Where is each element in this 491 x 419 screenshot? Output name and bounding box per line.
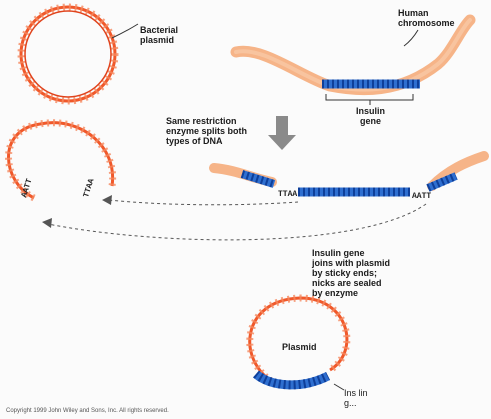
label-line: Insulin gene	[312, 248, 365, 258]
label-line: Bacterial	[140, 25, 179, 35]
insulin-gene-bracket	[325, 94, 414, 105]
label-join-note: Insulin gene joins with plasmid by stick…	[312, 248, 390, 298]
label-line: Insulin	[356, 106, 385, 116]
recombinant-plasmid	[246, 294, 351, 390]
label-line: gene	[359, 116, 381, 126]
label-line: Ins lin	[344, 388, 368, 398]
label-restriction-enzyme: Same restriction enzyme splits both type…	[166, 116, 247, 146]
human-chromosome	[230, 14, 476, 96]
label-insulin-gene: Insulin gene	[356, 106, 385, 126]
label-line: by enzyme	[312, 288, 359, 298]
bacterial-plasmid-cut	[5, 119, 117, 202]
sticky-end-gene-left: TTAA	[278, 190, 298, 199]
label-line: Same restriction	[166, 116, 237, 126]
insulin-leader-line	[333, 383, 345, 391]
bacterial-plasmid-intact	[17, 3, 119, 105]
plasmid-leader-line	[111, 23, 139, 39]
label-line: Human	[398, 8, 429, 18]
label-line: nicks are sealed	[312, 278, 382, 288]
label-line: joins with plasmid	[312, 258, 391, 268]
cut-chromosome-fragments	[209, 151, 489, 197]
label-line: g...	[344, 398, 357, 408]
label-line: enzyme splits both	[166, 126, 248, 136]
copyright-notice: Copyright 1999 John Wiley and Sons, Inc.…	[6, 408, 169, 414]
label-line: types of DNA	[166, 136, 223, 146]
label-bacterial-plasmid: Bacterial plasmid	[140, 25, 178, 45]
sticky-end-gene-right: AATT	[412, 192, 432, 201]
label-line: chromosome	[398, 18, 455, 28]
label-line: plasmid	[140, 35, 175, 45]
chromosome-leader-line	[403, 29, 419, 47]
label-line: by sticky ends;	[312, 268, 378, 278]
label-plasmid: Plasmid	[282, 342, 317, 352]
label-insulin-partial: Ins lin g...	[344, 388, 368, 408]
sticky-end-arrows	[42, 195, 427, 241]
label-human-chromosome: Human chromosome	[398, 8, 455, 28]
process-arrow-icon	[268, 116, 296, 150]
